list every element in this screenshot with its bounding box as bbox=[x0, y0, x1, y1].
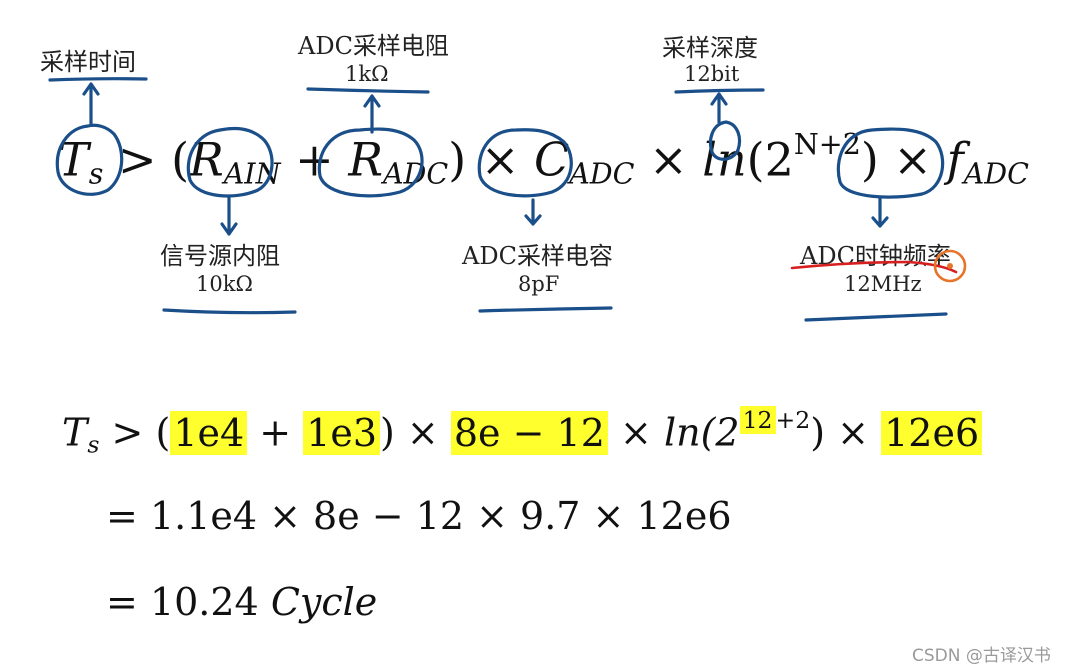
formula-two-open: (2 bbox=[746, 132, 794, 187]
subst-r-adc-value: 1e3 bbox=[303, 410, 381, 455]
underline-sampling-time bbox=[48, 77, 148, 82]
formula-r-ain-sub: AIN bbox=[223, 157, 281, 191]
formula-c-adc-sub: ADC bbox=[569, 157, 635, 191]
formula-f-adc: f bbox=[946, 132, 964, 187]
subst-exp-rest: +2 bbox=[775, 406, 811, 434]
formula-c-adc: C bbox=[534, 132, 570, 187]
arrow-to-source-resistance bbox=[220, 196, 238, 236]
formula-rparen-times: ) × bbox=[448, 132, 520, 187]
label-source-resistance-value: 10kΩ bbox=[196, 272, 253, 296]
step3-unit: Cycle bbox=[270, 580, 378, 624]
label-adc-capacitor-value: 8pF bbox=[518, 272, 560, 296]
subst-plus: + bbox=[259, 410, 292, 455]
label-sampling-depth-value: 12bit bbox=[684, 62, 740, 86]
formula-gt: > bbox=[117, 132, 157, 187]
subst-rparen-times: ) × bbox=[380, 410, 439, 455]
underline-adc-resistor bbox=[306, 87, 430, 94]
formula-step3: = 10.24 Cycle bbox=[106, 580, 377, 624]
underline-source-resistance bbox=[162, 308, 297, 315]
formula-r-ain: R bbox=[189, 132, 224, 187]
arrow-to-adc-clock bbox=[871, 196, 889, 228]
formula-r-adc-sub: ADC bbox=[382, 157, 449, 191]
subst-c-adc-value: 8e − 12 bbox=[450, 410, 608, 455]
subst-f-adc-value: 12e6 bbox=[881, 410, 983, 455]
subst-r-ain-value: 1e4 bbox=[170, 410, 248, 455]
formula-t-sub: s bbox=[88, 157, 104, 191]
formula-t: T bbox=[58, 132, 89, 187]
label-adc-resistor-value: 1kΩ bbox=[345, 62, 389, 86]
label-adc-resistor-title: ADC采样电阻 bbox=[298, 32, 449, 60]
label-sampling-depth-title: 采样深度 bbox=[662, 34, 758, 62]
label-adc-capacitor-title: ADC采样电容 bbox=[462, 242, 613, 270]
formula-symbolic: Ts > (RAIN + RADC) × CADC × ln(2N+2) × f… bbox=[58, 128, 1029, 190]
step2-expr: 1.1e4 × 8e − 12 × 9.7 × 12e6 bbox=[149, 494, 732, 538]
formula-close-times: ) × bbox=[860, 132, 932, 187]
underline-sampling-depth bbox=[674, 88, 765, 94]
step3-value: 10.24 bbox=[149, 580, 259, 624]
formula-f-adc-sub: ADC bbox=[963, 157, 1029, 191]
arrow-to-sampling-depth bbox=[710, 92, 728, 124]
formula-r-adc: R bbox=[348, 132, 383, 187]
watermark: CSDN @古译汉书 bbox=[912, 646, 1051, 666]
arrow-to-sampling-time bbox=[82, 82, 100, 126]
formula-exponent: N+2 bbox=[793, 128, 861, 161]
label-source-resistance-title: 信号源内阻 bbox=[160, 242, 280, 270]
formula-lparen: ( bbox=[171, 132, 190, 187]
formula-ln: ln bbox=[702, 132, 747, 187]
underline-adc-capacitor bbox=[478, 306, 613, 313]
step2-eq: = bbox=[106, 494, 138, 538]
label-adc-clock-value: 12MHz bbox=[844, 272, 922, 296]
subst-times: × bbox=[620, 410, 652, 455]
subst-t-sub: s bbox=[87, 430, 100, 459]
subst-ln-open: ln(2 bbox=[663, 410, 740, 455]
subst-gt: > bbox=[111, 410, 144, 455]
subst-t: T bbox=[62, 410, 88, 455]
formula-step2: = 1.1e4 × 8e − 12 × 9.7 × 12e6 bbox=[106, 494, 732, 538]
label-sampling-time: 采样时间 bbox=[40, 48, 136, 76]
subst-exp-value: 12 bbox=[739, 406, 776, 434]
label-adc-clock-title: ADC时钟频率 bbox=[800, 242, 951, 270]
arrow-to-adc-resistor bbox=[363, 94, 381, 134]
subst-lparen: ( bbox=[155, 410, 171, 455]
step3-eq: = bbox=[106, 580, 138, 624]
arrow-to-adc-capacitor bbox=[524, 198, 542, 226]
subst-close-times: ) × bbox=[810, 410, 870, 455]
formula-plus: + bbox=[295, 132, 334, 187]
formula-times: × bbox=[649, 132, 688, 187]
underline-adc-clock bbox=[804, 312, 948, 322]
